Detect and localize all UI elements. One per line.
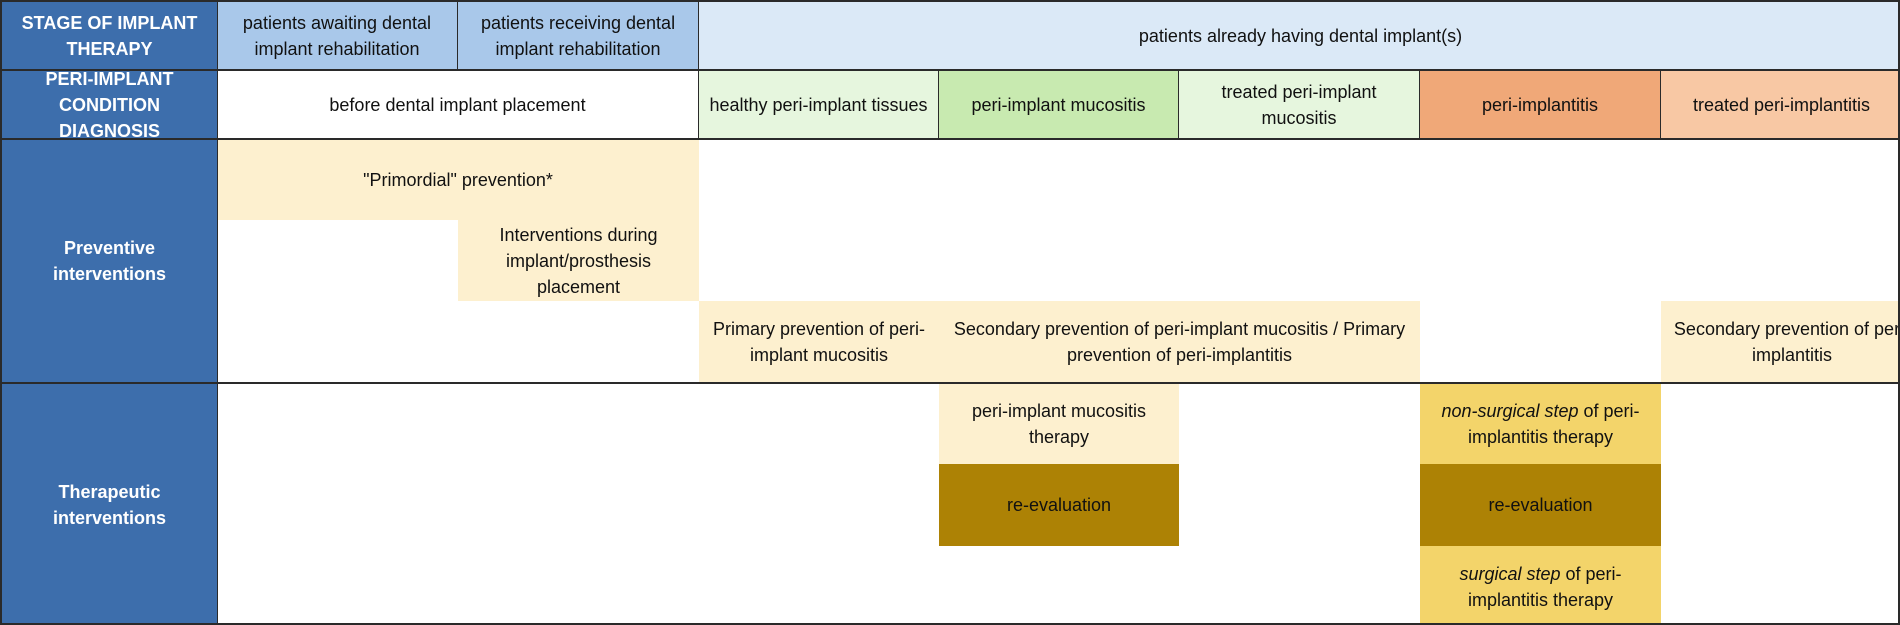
stage-row-header: STAGE OF IMPLANT THERAPY (2, 2, 217, 70)
secondary-prevention-mucositis: Secondary prevention of peri-implant muc… (939, 301, 1420, 383)
reevaluation-mucositis: re-evaluation (939, 464, 1179, 546)
row-divider-2 (2, 138, 1898, 140)
row-divider-3 (2, 382, 1898, 384)
nonsurgical-step-text: non-surgical step of peri-implantitis th… (1426, 398, 1655, 450)
therapeutic-row-header: Therapeutic interventions (2, 383, 217, 623)
nonsurgical-step-rest: of peri-implantitis therapy (1467, 400, 1640, 447)
primordial-prevention: "Primordial" prevention* (217, 139, 699, 220)
diagnosis-treated-periimplantitis: treated peri-implantitis (1661, 70, 1898, 139)
nonsurgical-step: non-surgical step of peri-implantitis th… (1420, 383, 1661, 464)
stage-awaiting: patients awaiting dental implant rehabil… (217, 2, 458, 70)
stage-having-implants: patients already having dental implant(s… (699, 2, 1898, 70)
primary-prevention-mucositis: Primary prevention of peri-implant mucos… (699, 301, 939, 383)
surgical-step-rest: of peri-implantitis therapy (1467, 563, 1622, 610)
diagnosis-mucositis: peri-implant mucositis (939, 70, 1179, 139)
diagnosis-before-placement: before dental implant placement (217, 70, 699, 139)
stage-receiving: patients receiving dental implant rehabi… (458, 2, 699, 70)
nonsurgical-step-label: non-surgical step (1441, 400, 1579, 421)
secondary-prevention-periimplantitis: Secondary prevention of peri-implantitis (1661, 301, 1900, 383)
surgical-step: surgical step of peri-implantitis therap… (1420, 546, 1661, 623)
diagnosis-periimplantitis: peri-implantitis (1420, 70, 1661, 139)
surgical-step-text: surgical step of peri-implantitis therap… (1440, 561, 1641, 613)
preventive-row-header: Preventive interventions (2, 139, 217, 383)
interventions-during-placement: Interventions during implant/prosthesis … (458, 220, 699, 301)
mucositis-therapy: peri-implant mucositis therapy (939, 383, 1179, 464)
header-column-divider (217, 2, 218, 623)
diagnosis-row-header: PERI-IMPLANT CONDITION DIAGNOSIS (2, 69, 217, 141)
secondary-prevention-periimplantitis-text: Secondary prevention of peri-implantitis (1673, 319, 1900, 365)
row-divider-1 (2, 69, 1898, 71)
reevaluation-periimplantitis: re-evaluation (1420, 464, 1661, 546)
surgical-step-label: surgical step (1459, 563, 1561, 584)
diagnosis-healthy: healthy peri-implant tissues (699, 70, 939, 139)
diagnosis-treated-mucositis: treated peri-implant mucositis (1179, 70, 1420, 139)
